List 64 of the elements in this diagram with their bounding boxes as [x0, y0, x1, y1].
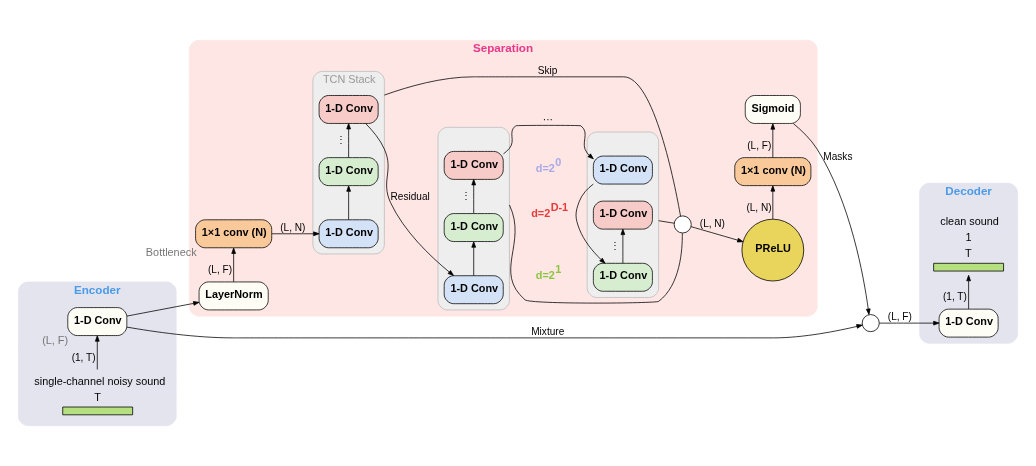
node-box: 1-D Conv: [938, 308, 999, 338]
arrow: [620, 228, 626, 264]
node-box: Sigmoid: [744, 95, 801, 124]
arrow: [503, 125, 594, 160]
arrow: [231, 247, 236, 283]
node-label: (L, F): [42, 334, 69, 347]
node-circle: [673, 215, 692, 234]
arrow: [365, 123, 454, 276]
node-box: 1×1 conv (N): [195, 219, 273, 249]
node-box: 1-D Conv: [592, 262, 653, 292]
arrow: [95, 335, 100, 370]
node-box: 1-D Conv: [318, 157, 379, 186]
edge-label: (L, N): [699, 218, 725, 230]
edge-label: ···: [542, 113, 553, 125]
node-label: single-channel noisy sound: [34, 374, 166, 387]
edge-label: ⋮: [335, 134, 346, 146]
edge-label: (L, N): [746, 201, 772, 213]
edge-label: ⋮: [460, 190, 471, 202]
node-label: clean sound: [940, 214, 999, 227]
arrow: [346, 123, 351, 158]
edge-label: Mixture: [531, 326, 565, 338]
node-box: 1-D Conv: [318, 95, 379, 124]
edge-label: ⋮: [610, 239, 621, 251]
node-box: 1-D Conv: [592, 200, 653, 230]
node-box: 1-D Conv: [443, 151, 504, 180]
edge-label: Masks: [823, 150, 853, 162]
arrow: [770, 185, 776, 220]
node-label: Bottleneck: [145, 246, 197, 259]
arrow: [690, 226, 744, 243]
node-box: 1-D Conv: [318, 219, 379, 249]
connector: [509, 204, 683, 304]
edge-label: Skip: [537, 65, 558, 77]
node-box: 1-D Conv: [443, 213, 504, 242]
edge-label: (1, T): [942, 291, 967, 303]
edge-label: Residual: [390, 190, 430, 202]
edge-label: (L, F): [208, 264, 233, 276]
node-label: 1: [965, 230, 972, 243]
arrow: [126, 324, 863, 339]
node-circle: [861, 314, 880, 333]
node-box: 1-D Conv: [443, 275, 504, 305]
edge-label: (1, T): [71, 351, 96, 363]
arrow: [770, 123, 776, 158]
edge-label: (L, N): [280, 221, 306, 233]
node-box: 1-D Conv: [67, 307, 128, 336]
connector: [384, 76, 681, 217]
node-label: T: [965, 247, 972, 260]
arrow: [471, 241, 476, 277]
node-label: T: [94, 390, 101, 403]
arrow: [346, 185, 351, 221]
arrow: [575, 183, 606, 264]
node-box: 1×1 conv (N): [734, 157, 812, 186]
arrow: [271, 231, 320, 237]
arrow: [471, 179, 476, 214]
node-circle: PReLU: [741, 218, 805, 282]
edge-label: (L, F): [887, 311, 912, 323]
arrow: [966, 274, 971, 310]
arrow: [126, 301, 200, 317]
node-box: 1-D Conv: [592, 155, 653, 185]
edge-label: (L, F): [747, 139, 772, 151]
cluster: [437, 126, 510, 311]
arrow: [793, 123, 871, 315]
arrow: [879, 320, 940, 326]
node-box: LayerNorm: [198, 281, 269, 311]
connector: [658, 220, 675, 224]
